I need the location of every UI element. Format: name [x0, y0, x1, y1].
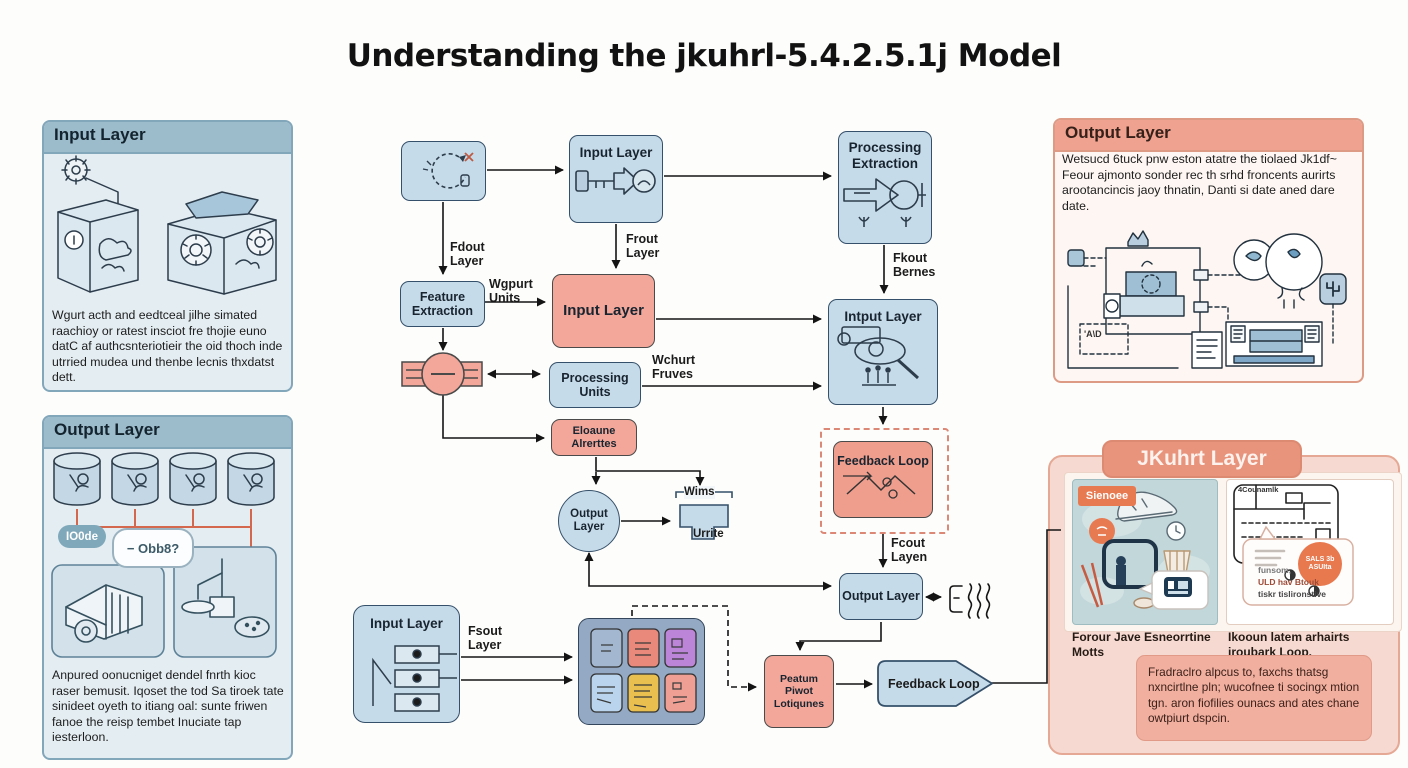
- node-input-layer-red: Input Layer: [552, 274, 655, 348]
- input-layer-panel-text: Wgurt acth and eedtceal jilhe simated ra…: [52, 308, 283, 385]
- node-peatum-label: Peatum Piwot Lotiqunes: [773, 673, 825, 710]
- node-input-layer-bottom-label: Input Layer: [370, 616, 443, 631]
- node-processing-units-label: Processing Units: [561, 370, 629, 399]
- extraction-arrow-icon: [843, 178, 926, 228]
- sneaker-illustration: [1080, 491, 1210, 610]
- zigzag-icon: [843, 471, 916, 500]
- bubble-line-2: ULD hav Btouk: [1258, 577, 1319, 587]
- output-layer-panel-left-header: Output Layer: [44, 417, 291, 449]
- node-intput-layer-label: Intput Layer: [844, 309, 922, 324]
- cycle-node: [401, 141, 486, 201]
- input-slots-icon: [371, 644, 457, 712]
- node-processing-extraction-label: Processing Extraction: [848, 140, 922, 171]
- jkuhrt-panel-title: JKuhrt Layer: [1102, 440, 1302, 478]
- urrite-label: Urrite: [693, 528, 724, 540]
- node-output-circle: Output Layer: [558, 490, 620, 552]
- node-feedback-loop-dashed-label: Feedback Loop: [837, 454, 929, 468]
- input-layer-panel-header: Input Layer: [44, 122, 291, 154]
- node-feedback-loop-dashed: Feedback Loop: [833, 441, 933, 518]
- valve-icon: [401, 352, 483, 396]
- node-output-layer-box: Output Layer: [839, 573, 923, 620]
- sienoee-badge: Sienoee: [1078, 486, 1136, 506]
- bubble-line-3: tiskr tislironstive: [1258, 589, 1327, 599]
- edge-label-wchurt: Wchurt Fruves: [652, 353, 696, 381]
- node-input-layer-top: Input Layer: [569, 135, 663, 223]
- node-eloaune-alerttes: Eloaune Alrerttes: [551, 419, 637, 456]
- edge-label-wgpurt: Wgpurt Units: [489, 277, 533, 305]
- sals-circle-badge: SALS 3b ASUIta: [1298, 542, 1342, 586]
- node-input-layer-bottom: Input Layer: [353, 605, 460, 723]
- node-processing-extraction: Processing Extraction: [838, 131, 932, 244]
- wims-label: Wims: [684, 486, 715, 499]
- machines-illustration: [57, 155, 277, 295]
- and-gate-label: 'A\D: [1084, 329, 1102, 339]
- magnifier-icon: [837, 325, 920, 386]
- node-intput-layer: Intput Layer: [828, 299, 938, 405]
- jkuhrt-note: Fradraclro alpcus to, faxchs thatsg nxnc…: [1136, 655, 1372, 741]
- edge-label-fkout: Fkout Bernes: [893, 251, 936, 279]
- feature-grid-cells: [590, 628, 697, 713]
- edge-label-frout: Frout Layer: [626, 232, 660, 260]
- iode-badge: IO0de: [58, 525, 106, 548]
- node-input-layer-top-label: Input Layer: [579, 145, 653, 160]
- databases-illustration: [51, 452, 277, 658]
- node-eloaune-alerttes-label: Eloaune Alrerttes: [571, 424, 617, 450]
- output-layer-panel-right-text: Wetsucd 6tuck pnw eston atatre the tiola…: [1062, 152, 1337, 213]
- page-title: Understanding the jkuhrl-5.4.2.5.1j Mode…: [346, 38, 1062, 74]
- cycle-icon: [422, 152, 474, 189]
- key-icon: [575, 166, 656, 195]
- node-output-layer-box-label: Output Layer: [842, 589, 920, 604]
- node-feature-extraction-label: Feature Extraction: [411, 289, 474, 318]
- blueprint-label: 4Counamlk: [1238, 485, 1279, 494]
- speaker-waves-icon: [949, 583, 991, 619]
- wims-bracket-icon: [675, 491, 733, 540]
- node-peatum: Peatum Piwot Lotiqunes: [764, 655, 834, 728]
- feedback-dashed-container: [820, 428, 949, 534]
- schematic-illustration: [1067, 230, 1347, 369]
- edge-label-fdout: Fdout Layer: [450, 240, 485, 268]
- output-layer-panel-left-text: Anpured oonucniget dendel fnrth kioc ras…: [52, 668, 284, 745]
- node-output-circle-label: Output Layer: [570, 507, 608, 533]
- bubble-line-1: funsom,: [1258, 565, 1292, 575]
- output-layer-panel-right-header: Output Layer: [1055, 120, 1362, 152]
- edge-label-fsout: Fsout Layer: [468, 624, 503, 652]
- node-input-layer-red-label: Input Layer: [563, 302, 644, 320]
- feature-grid-node: [578, 618, 705, 725]
- node-feature-extraction: Feature Extraction: [400, 281, 485, 327]
- obbs-speech-bubble: − Obb8?: [112, 528, 194, 568]
- node-processing-units: Processing Units: [549, 362, 641, 408]
- edge-label-fcout: Fcout Layen: [891, 536, 928, 564]
- feedback-arrow-label: Feedback Loop: [888, 677, 980, 691]
- jkuhrt-caption-left: Forour Jave Esneorrtine Motts: [1072, 630, 1211, 659]
